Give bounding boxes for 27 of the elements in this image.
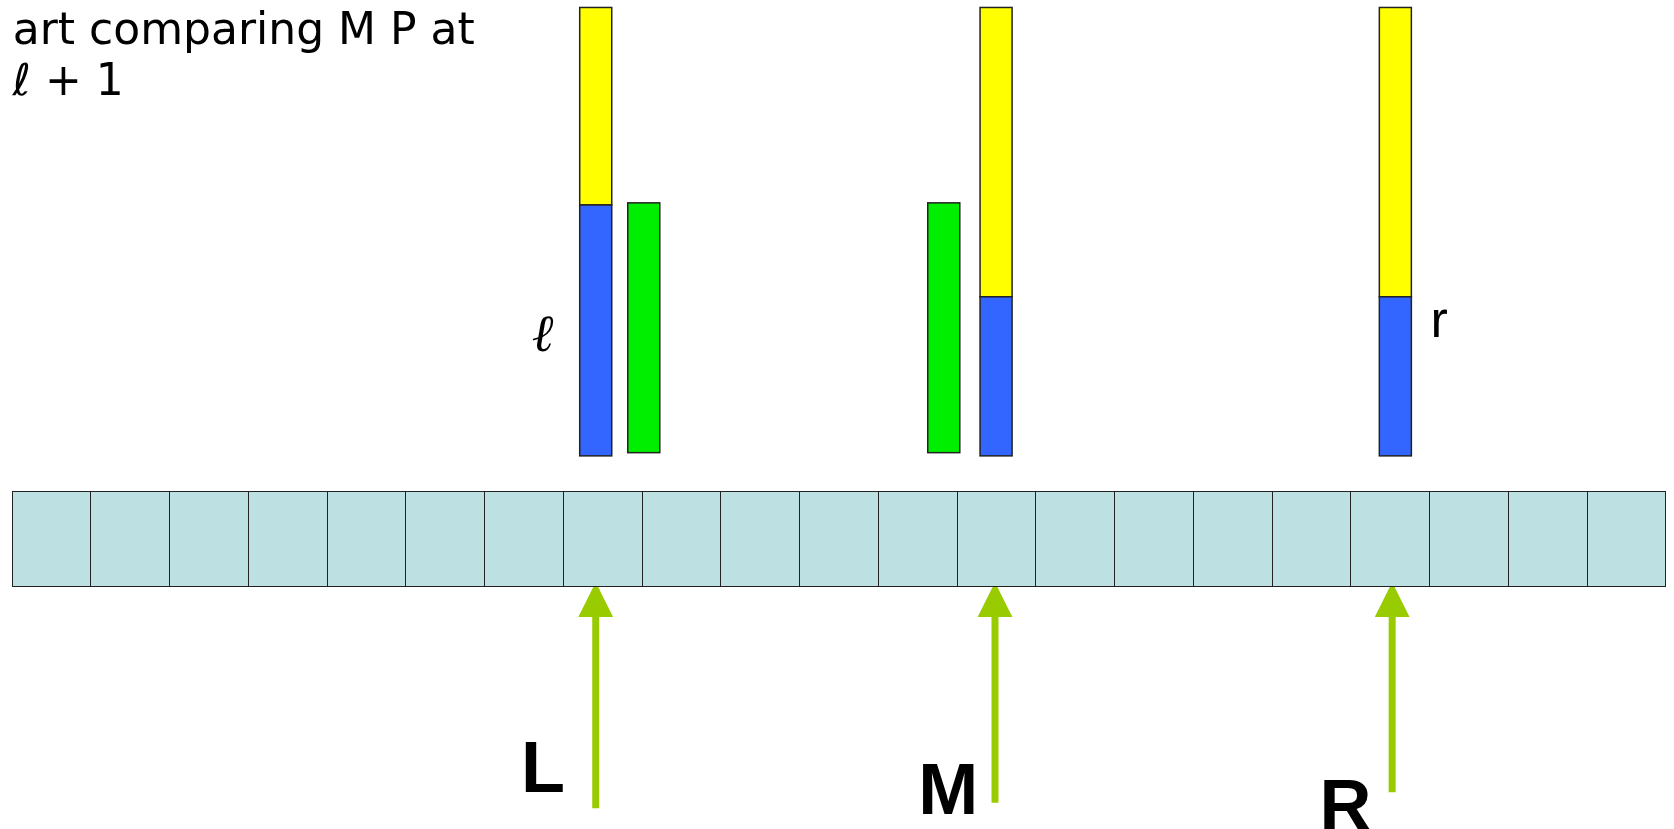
array-cell [484, 491, 564, 588]
lcp-label: ℓ [531, 304, 554, 365]
array-cell [641, 491, 722, 588]
array-cell [1586, 491, 1667, 588]
array-cell [1114, 491, 1194, 588]
pointer-label: M [918, 752, 979, 825]
array-cell [326, 491, 407, 588]
array-cell [1035, 491, 1116, 588]
pointer-label: L [521, 731, 565, 804]
lcp-label: r [1430, 290, 1448, 351]
array-cell [799, 491, 879, 588]
array-cell [562, 491, 643, 588]
pointer-label: R [1319, 768, 1372, 829]
array-cell [1192, 491, 1273, 588]
array-cell [405, 491, 486, 588]
array-cell [1429, 491, 1509, 588]
array-cell [248, 491, 328, 588]
heading-text: art comparing M P at ℓ + 1 [12, 4, 476, 106]
array-cell [956, 491, 1037, 588]
array-cell [877, 491, 958, 588]
array-cell [720, 491, 801, 588]
array-cell [1271, 491, 1352, 588]
array-cell [1350, 491, 1431, 588]
array-cell [1507, 491, 1588, 588]
array-cell [90, 491, 171, 588]
array-cell [11, 491, 92, 588]
array-cell [169, 491, 249, 588]
